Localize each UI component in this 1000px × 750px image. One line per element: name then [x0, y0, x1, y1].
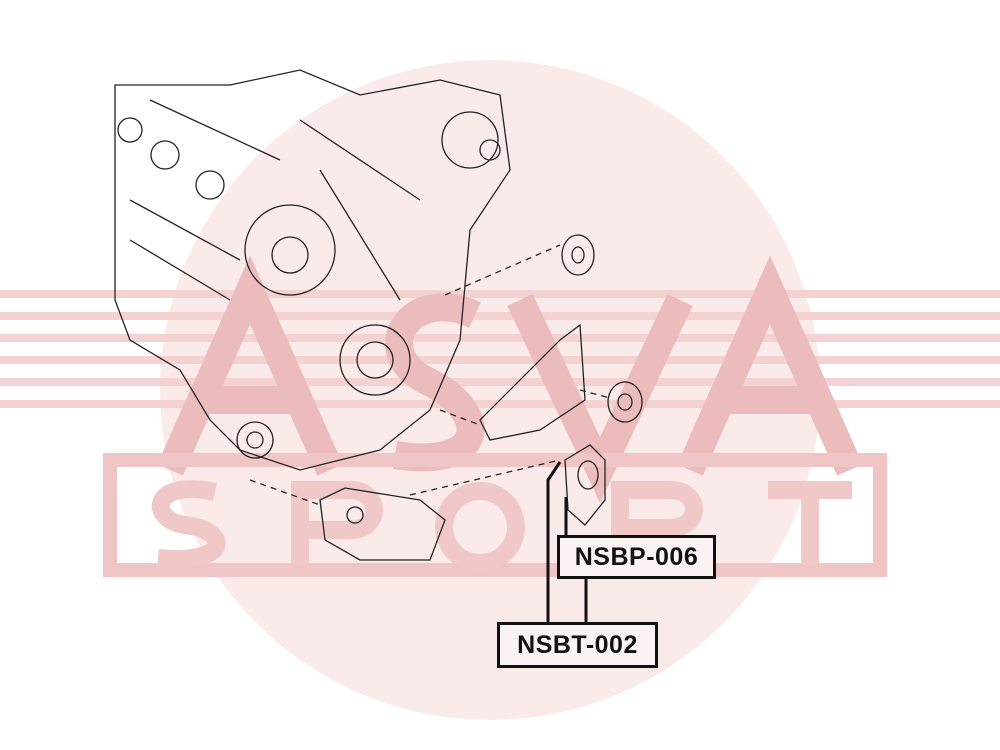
part-label-nsbp-006[interactable]: NSBP-006	[557, 535, 716, 579]
logo-lettering-sport	[151, 480, 852, 572]
part-number: NSBP-006	[574, 542, 699, 571]
logo-lettering-asva	[157, 255, 863, 503]
part-number: NSBT-002	[517, 630, 638, 659]
part-label-nsbt-002[interactable]: NSBT-002	[497, 622, 658, 668]
